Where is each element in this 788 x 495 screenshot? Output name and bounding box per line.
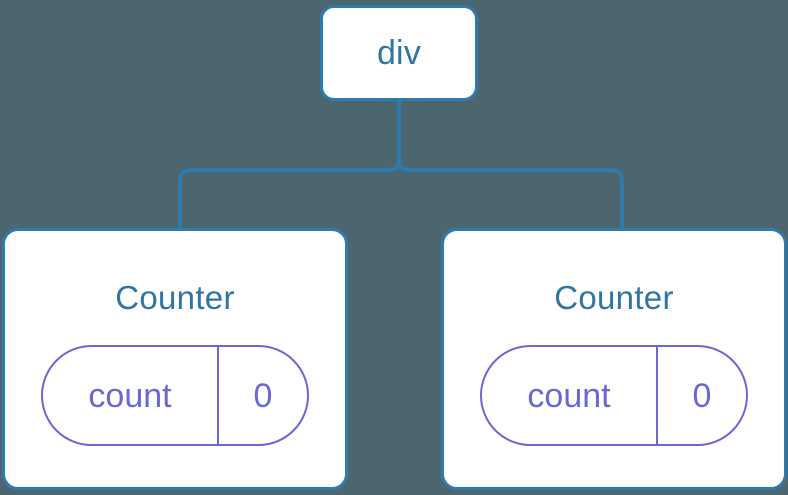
component-title: Counter	[115, 279, 235, 316]
state-value-label: 0	[253, 376, 273, 415]
state-key-cell: count	[482, 347, 658, 444]
state-key-label: count	[527, 376, 611, 415]
state-key-cell: count	[43, 347, 219, 444]
state-value-label: 0	[692, 376, 712, 415]
root-node-label: div	[376, 34, 422, 72]
state-value-cell: 0	[658, 347, 746, 444]
state-pill[interactable]: count 0	[480, 345, 748, 446]
node-component-counter-1[interactable]: Counter count 0	[2, 228, 348, 490]
component-title: Counter	[554, 279, 674, 316]
connector-to-left-child	[178, 94, 401, 234]
state-pill[interactable]: count 0	[41, 345, 309, 446]
state-value-cell: 0	[219, 347, 307, 444]
connector-to-right-child	[397, 94, 624, 234]
node-component-counter-2[interactable]: Counter count 0	[441, 228, 787, 490]
state-key-label: count	[88, 376, 172, 415]
node-root-div[interactable]: div	[320, 5, 478, 101]
